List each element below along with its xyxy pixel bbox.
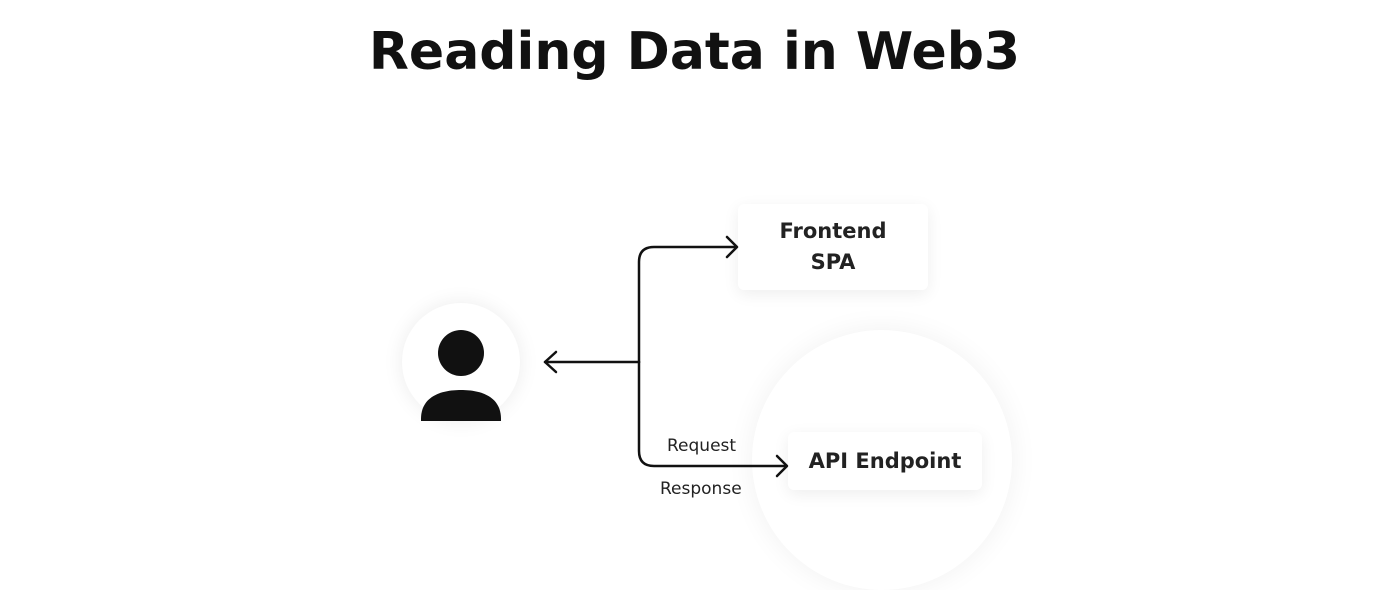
api-endpoint-node: API Endpoint: [788, 432, 982, 490]
user-icon: [421, 330, 501, 421]
api-connector: [637, 360, 788, 468]
frontend-arrowhead: [725, 235, 739, 259]
page-title: Reading Data in Web3: [368, 22, 1021, 82]
user-node: [402, 303, 520, 421]
frontend-label-line1: Frontend: [779, 219, 887, 243]
frontend-connector: [637, 245, 738, 364]
frontend-label-line2: SPA: [810, 250, 856, 274]
frontend-spa-node: Frontend SPA: [738, 204, 928, 290]
response-label: Response: [660, 479, 742, 499]
request-label: Request: [667, 436, 737, 456]
api-endpoint-label: API Endpoint: [808, 448, 962, 473]
user-arrowhead: [543, 350, 558, 374]
api-arrowhead: [775, 454, 789, 478]
